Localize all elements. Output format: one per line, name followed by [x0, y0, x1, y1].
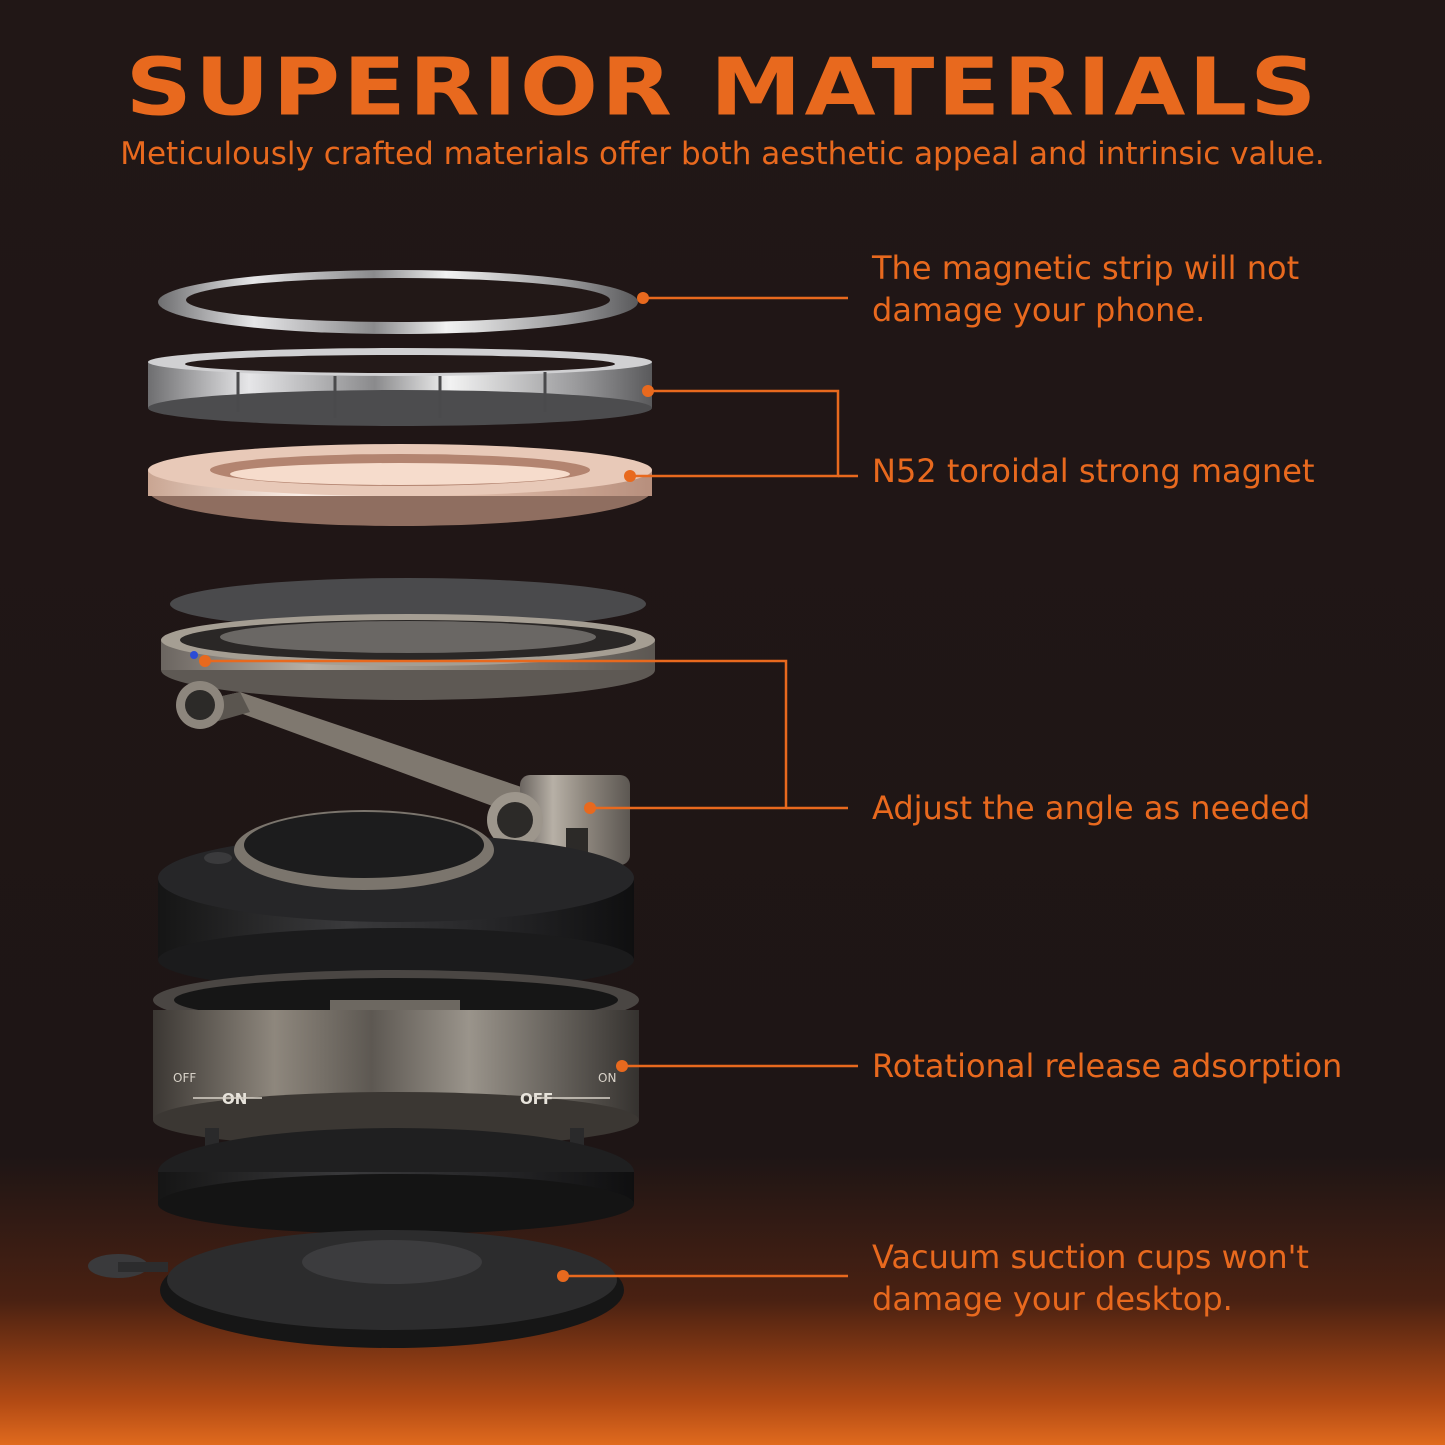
lower-base-disk [158, 1128, 634, 1234]
magnetic-head [161, 614, 655, 700]
callout-rotational-release: Rotational release adsorption [872, 1047, 1343, 1085]
leader-lines [205, 296, 858, 1278]
film-disk [170, 578, 646, 630]
rotation-dial: ON OFF OFF ON [153, 970, 639, 1148]
page-title: SUPERIOR MATERIALS [125, 41, 1320, 134]
dial-label-on-right: ON [598, 1071, 616, 1085]
dial-label-off-left: OFF [173, 1071, 196, 1085]
dial-label-off-right: OFF [520, 1090, 553, 1108]
leader-dots [199, 292, 654, 1282]
callout-adjust-angle: Adjust the angle as needed [872, 789, 1311, 827]
segmented-magnet-ring [148, 348, 652, 426]
copper-magnet-ring [148, 444, 652, 526]
metal-plate-ring [158, 270, 638, 334]
upper-base-body [158, 810, 634, 992]
dial-label-on-left: ON [222, 1090, 247, 1108]
callout-magnetic-strip: The magnetic strip will not damage your … [872, 249, 1300, 329]
page-subtitle: Meticulously crafted materials offer bot… [120, 136, 1325, 172]
adjustable-arm [176, 681, 630, 865]
suction-cup [88, 1230, 624, 1348]
callout-suction-cups: Vacuum suction cups won't damage your de… [872, 1238, 1309, 1318]
callout-n52-magnet: N52 toroidal strong magnet [872, 452, 1315, 490]
